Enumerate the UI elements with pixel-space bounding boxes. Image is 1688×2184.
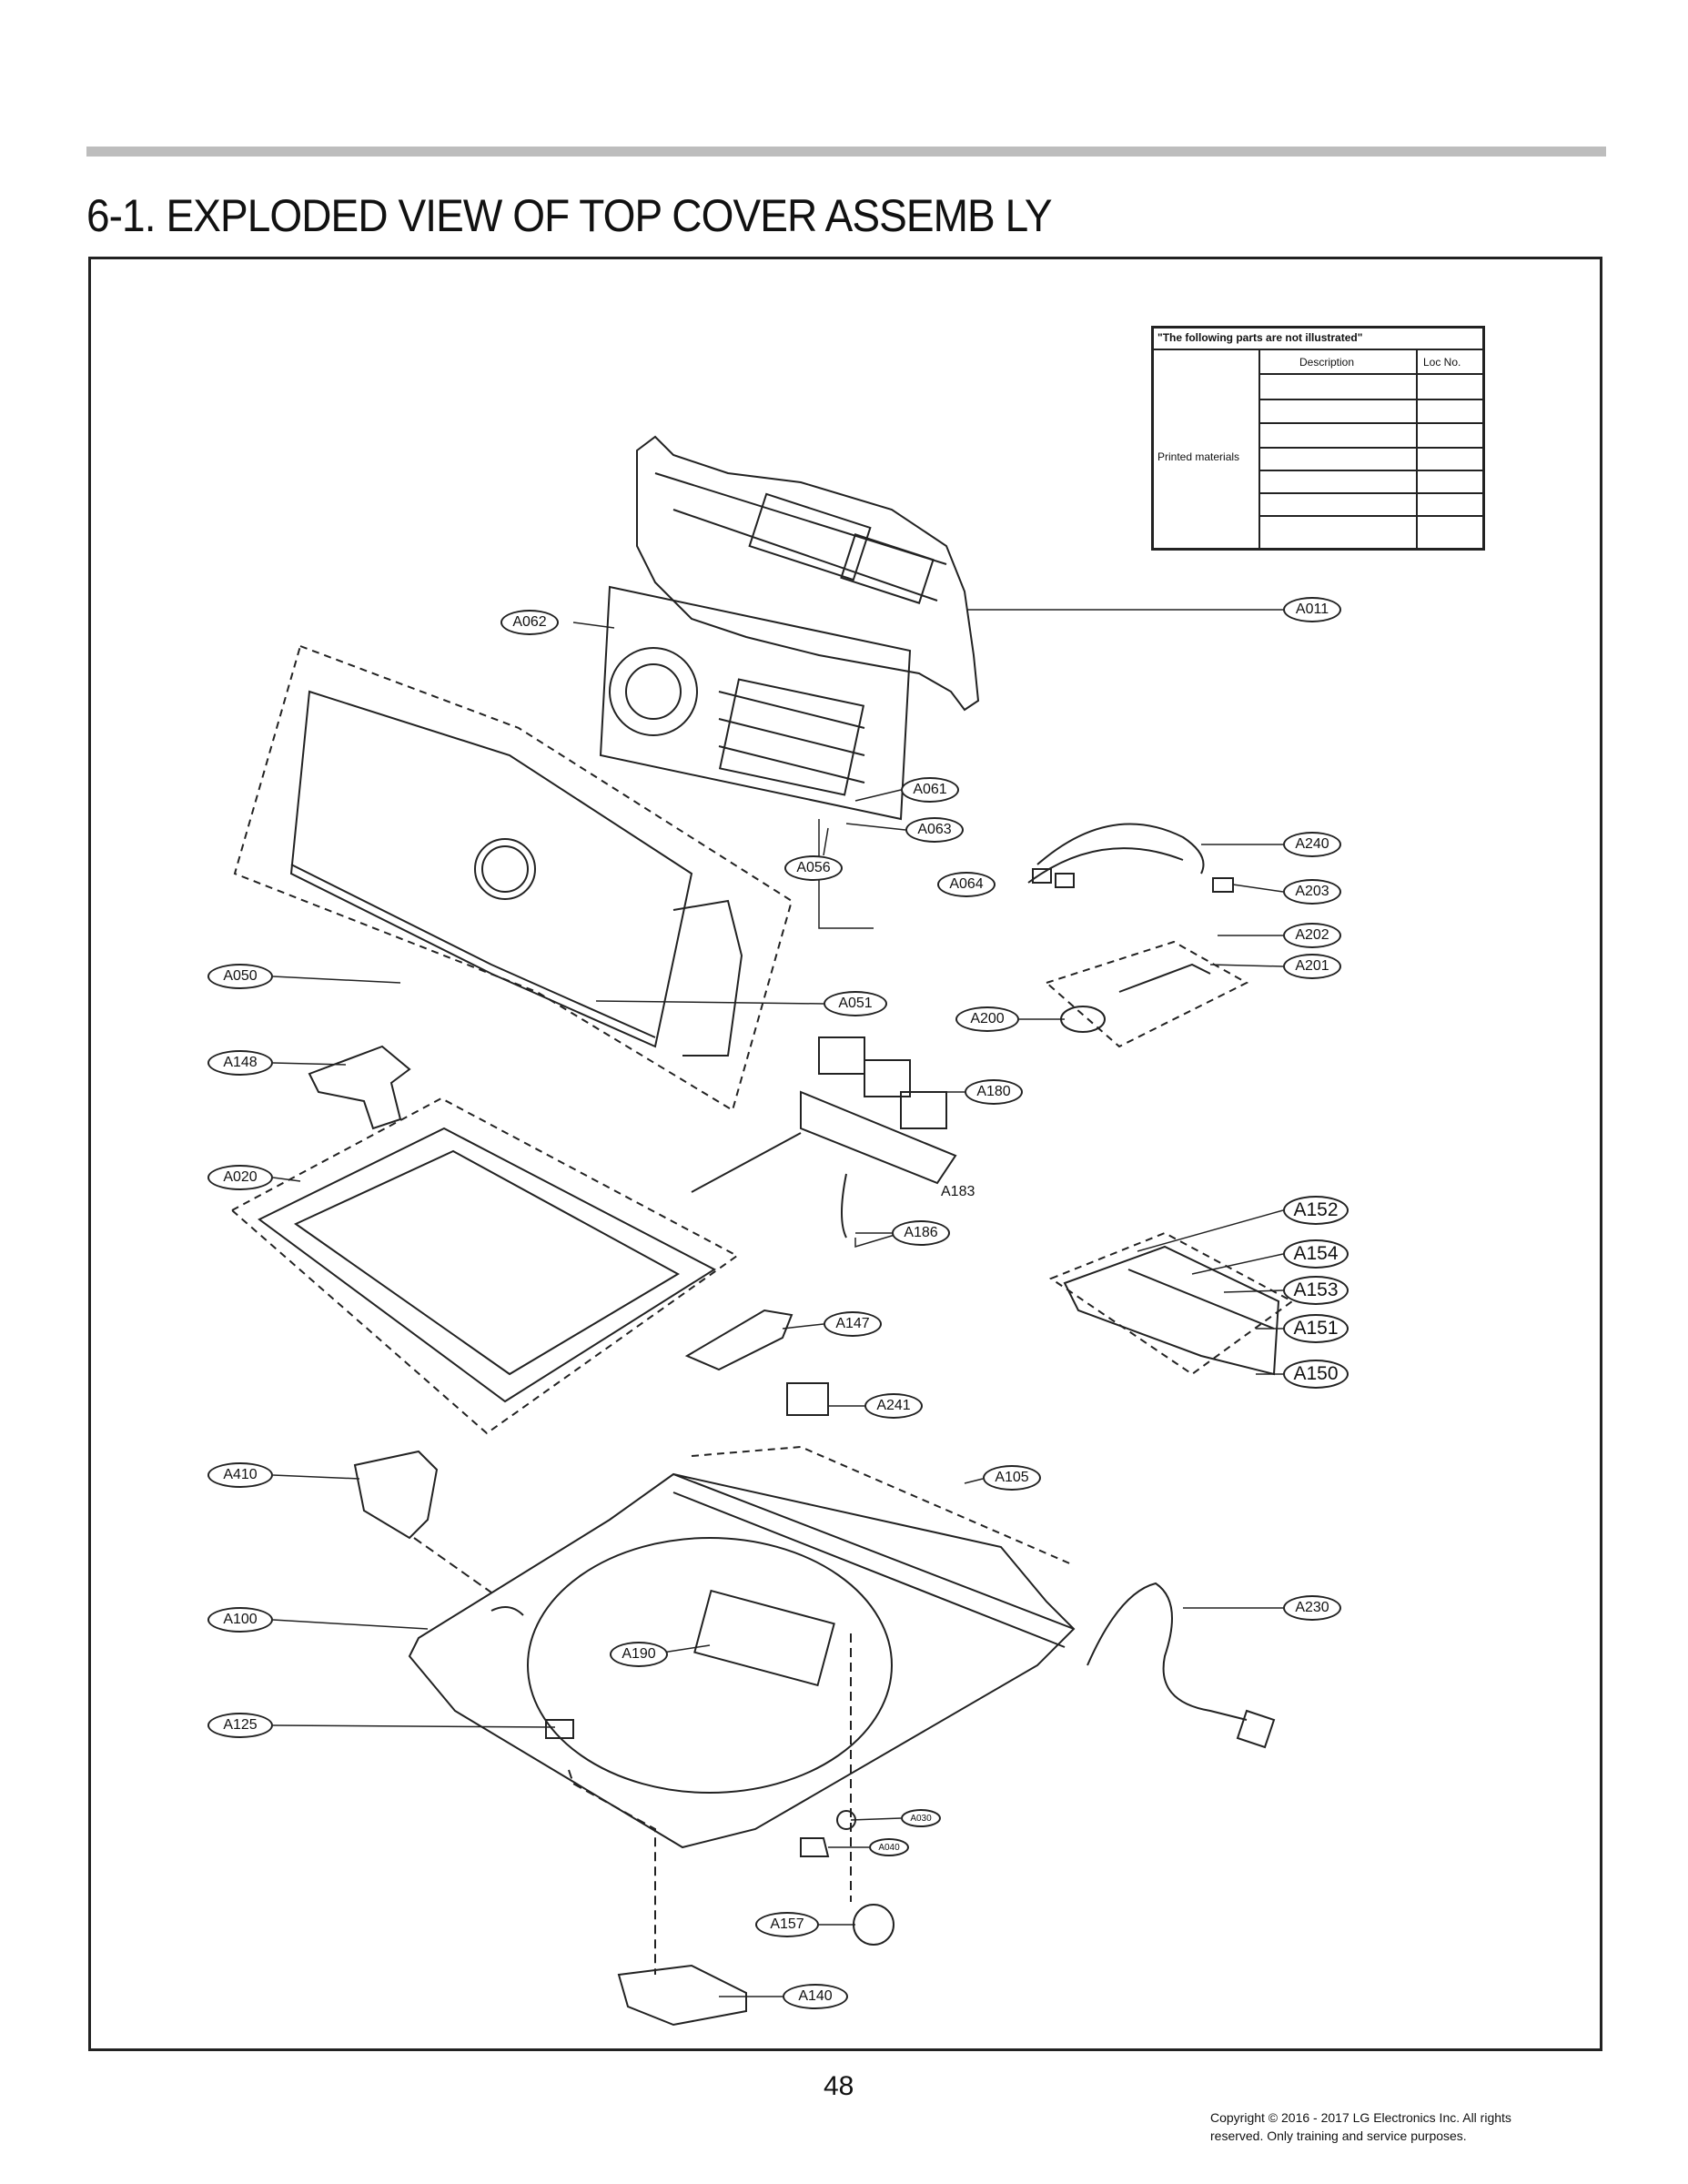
callout-a200: A200	[955, 1006, 1019, 1032]
callout-a180: A180	[965, 1079, 1023, 1105]
callout-a100: A100	[207, 1607, 273, 1633]
column-header-description: Description	[1299, 356, 1355, 369]
pressure-switch-part	[1045, 940, 1249, 1048]
callout-a062: A062	[500, 610, 559, 635]
callout-a202: A202	[1283, 923, 1341, 948]
page-title: 6-1. EXPLODED VIEW OF TOP COVER ASSEMB L…	[86, 190, 1053, 241]
wiring-harness-part	[1027, 823, 1205, 888]
lid-switch-part	[617, 1964, 747, 2027]
callout-a056: A056	[784, 855, 843, 881]
table-row	[1259, 470, 1482, 471]
callout-a190: A190	[610, 1642, 668, 1667]
column-header-loc-no: Loc No.	[1423, 356, 1461, 369]
table-left-column	[1154, 350, 1260, 548]
callout-a241: A241	[864, 1393, 923, 1419]
cap-a410-part	[353, 1450, 439, 1540]
bracket-a148-part	[308, 1045, 411, 1130]
callout-a051: A051	[824, 991, 887, 1016]
leader-lines	[272, 609, 1284, 1997]
top-cover-part	[408, 1445, 1076, 1849]
table-divider	[1416, 350, 1418, 548]
callout-a140: A140	[783, 1984, 848, 2009]
callout-a150: A150	[1283, 1360, 1349, 1389]
header-rule	[86, 147, 1606, 157]
row-label-printed-materials: Printed materials	[1157, 450, 1240, 463]
callout-a153: A153	[1283, 1276, 1349, 1305]
callout-a151: A151	[1283, 1314, 1349, 1343]
dispenser-drawer-part	[1048, 1231, 1294, 1376]
table-row	[1259, 373, 1482, 375]
callout-a040: A040	[869, 1838, 909, 1856]
callout-a125: A125	[207, 1713, 273, 1738]
power-cord-part	[1087, 1582, 1276, 1749]
table-heading: "The following parts are not illustrated…	[1154, 329, 1482, 350]
copyright-line-2: reserved. Only training and service purp…	[1210, 2128, 1467, 2143]
control-panel-part	[233, 644, 793, 1112]
copyright-line-1: Copyright © 2016 - 2017 LG Electronics I…	[1210, 2110, 1511, 2125]
callout-a148: A148	[207, 1050, 273, 1076]
callout-a061: A061	[901, 777, 959, 803]
callout-a147: A147	[824, 1311, 882, 1337]
part-a040	[800, 1837, 830, 1857]
lid-part	[230, 1097, 739, 1435]
callout-a410: A410	[207, 1462, 273, 1488]
dashed-connector-a140	[568, 1769, 656, 1975]
not-illustrated-table: "The following parts are not illustrated…	[1151, 326, 1485, 551]
table-row	[1259, 492, 1482, 494]
dashed-connector-a410	[413, 1537, 492, 1593]
bracket-a147-part	[684, 1309, 793, 1371]
callout-a201: A201	[1283, 954, 1341, 979]
table-row	[1259, 399, 1482, 400]
callout-a240: A240	[1283, 832, 1341, 857]
callout-a063: A063	[905, 817, 964, 843]
page-number: 48	[824, 2071, 854, 2101]
callout-a064: A064	[937, 872, 996, 897]
callout-a230: A230	[1283, 1595, 1341, 1621]
callout-a020: A020	[207, 1165, 273, 1190]
table-row	[1259, 447, 1482, 449]
label-a183: A183	[941, 1184, 975, 1199]
rear-cover-part	[636, 435, 980, 712]
diagram-frame	[88, 257, 1602, 2051]
part-a157	[853, 1904, 895, 1946]
callout-a157: A157	[755, 1912, 819, 1937]
callout-a011: A011	[1283, 597, 1341, 622]
table-row	[1259, 422, 1482, 424]
connector-a203-part	[1212, 877, 1234, 893]
table-row	[1259, 515, 1482, 517]
callout-a154: A154	[1283, 1239, 1349, 1269]
callout-a186: A186	[892, 1220, 950, 1246]
pcb-part	[599, 585, 912, 821]
callout-a152: A152	[1283, 1196, 1349, 1225]
callout-a105: A105	[983, 1465, 1041, 1491]
copyright-notice: Copyright © 2016 - 2017 LG Electronics I…	[1210, 2108, 1592, 2145]
water-valve-part	[691, 1036, 957, 1239]
callout-a030: A030	[901, 1809, 941, 1827]
part-a241	[786, 1382, 829, 1416]
callout-a050: A050	[207, 964, 273, 989]
callout-a203: A203	[1283, 879, 1341, 905]
